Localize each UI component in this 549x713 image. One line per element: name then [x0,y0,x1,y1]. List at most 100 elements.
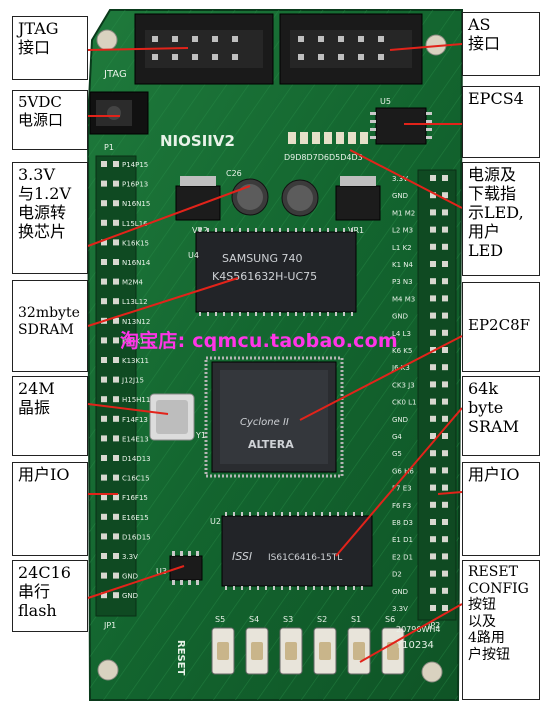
pin [442,347,448,353]
pin [113,317,119,324]
pin [113,572,119,579]
left-pin-label: N16N15 [122,200,150,208]
left-pin-label: M2M4 [122,279,144,287]
pin [101,455,107,461]
pin [101,474,107,481]
label-epcs-text: EPCS4 [468,89,524,108]
button-label: S4 [249,615,259,624]
epcs-chip [370,107,432,145]
pin [101,337,107,344]
pin [442,398,448,405]
pin [101,494,107,501]
jtag-header [134,13,274,85]
left-pin-label: GND [122,592,138,600]
pin [430,364,436,371]
right-pin-label: D2 [392,571,402,579]
left-pin-label: D16D15 [122,533,151,541]
jp2-silk: JP2 [427,621,440,630]
sdram-chip-part: K4S561632H-UC75 [212,270,317,283]
u5-silk: U5 [380,97,391,106]
pin [442,175,448,181]
pin [442,295,448,302]
sram-chip-part: IS61C6416-15TL [268,553,342,563]
right-pin-header [417,169,457,621]
pin [430,501,436,508]
pin [113,494,119,501]
pin [113,357,119,363]
label-fpga-text: EP2C8F [468,316,531,334]
pin [430,381,436,388]
label-sram-text: 64k byte SRAM [468,379,519,436]
reset-silk: RESET [175,640,186,676]
right-pin-label: M4 M3 [392,295,415,303]
label-as-text: AS 接口 [468,15,501,53]
pin [442,519,448,525]
right-pin-label: K1 N4 [392,261,414,269]
board-title: NIOSIIV2 [160,132,235,150]
pin [113,435,119,442]
left-pin-label: L15L16 [122,220,148,228]
vr1-silk: VR1 [348,226,364,235]
right-pin-label: G4 [392,433,402,441]
left-pin-label: D14D13 [122,455,151,463]
pin [442,364,448,371]
label-sdram-text: 32mbyte SDRAM [18,305,80,338]
right-pin-label: M1 M2 [392,209,415,217]
pin [442,312,448,319]
right-pin-label: G6 H6 [392,467,414,475]
pin [430,570,436,577]
sdram-chip-label: SAMSUNG 740 [222,252,302,265]
pin [442,381,448,388]
pin [101,259,107,265]
pin [101,357,107,363]
right-pin-label: F7 E3 [392,485,412,493]
pin [430,433,436,439]
label-user-io-right: 用户IO [462,462,540,556]
pin [113,200,119,207]
right-pin-label: CK0 L1 [392,399,417,407]
capacitor [281,179,319,217]
pin [430,175,436,181]
pin [101,200,107,207]
button-label: S2 [317,615,327,624]
pin [113,396,119,403]
pin [430,329,436,336]
pin [430,484,436,491]
button-label: S5 [215,615,225,624]
label-sdram: 32mbyte SDRAM [12,280,88,372]
u3-silk: U3 [156,567,167,576]
pin [442,605,448,611]
pin [442,553,448,560]
label-buttons: RESET CONFIG 按钮 以及 4路用 户按钮 [462,560,540,700]
pin [101,553,107,559]
label-jtag: JTAG 接口 [12,16,88,80]
pin [101,219,107,226]
fpga-chip-brand: ALTERA [248,438,294,451]
right-pin-label: L2 M3 [392,227,413,235]
left-pin-label: C16C15 [122,475,150,483]
right-pin-label: G5 [392,450,402,458]
pin [101,592,107,599]
fpga-chip-label: Cyclone II [240,417,289,428]
right-pin-label: F6 F3 [392,502,411,510]
mount-hole [97,659,119,681]
label-crystal: 24M 晶振 [12,376,88,456]
label-sram: 64k byte SRAM [462,376,540,456]
pin [101,533,107,540]
pin [430,243,436,250]
push-button-cap [251,642,263,660]
pin [113,415,119,422]
left-pin-label: K13K11 [122,357,149,365]
button-label: S3 [283,615,293,624]
pin [430,192,436,199]
pin [442,261,448,267]
sram-chip [221,512,373,590]
leader-lines [87,43,463,663]
pin [442,226,448,233]
left-pin-label: E16E15 [122,514,149,522]
pin [430,587,436,594]
right-pin-label: L4 L3 [392,330,411,338]
right-pin-label: E2 D1 [392,553,413,561]
label-user-io-left-text: 用户IO [18,465,70,484]
